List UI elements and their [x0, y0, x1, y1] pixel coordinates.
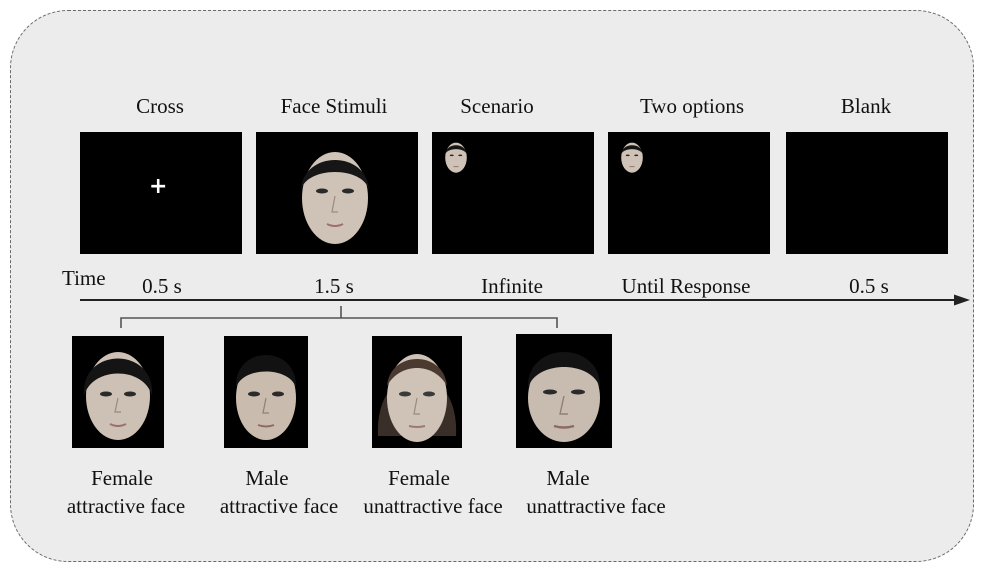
caption-female-unattractive-line2: unattractive face: [363, 494, 502, 518]
female-attractive-photo: [72, 336, 164, 448]
face-set-bracket: [121, 318, 557, 328]
timeline-arrowhead-icon: [954, 295, 970, 306]
caption-female-unattractive-line1: Female: [388, 466, 450, 490]
male-attractive-photo: [224, 336, 308, 448]
female-unattractive-photo: [372, 336, 462, 448]
caption-male-unattractive-line2: unattractive face: [526, 494, 665, 518]
caption-female-attractive-line2: attractive face: [67, 494, 185, 518]
caption-male-unattractive-line1: Male: [546, 466, 589, 490]
male-unattractive-photo: [516, 334, 612, 448]
caption-female-attractive-line1: Female: [91, 466, 153, 490]
caption-male-attractive-line2: attractive face: [220, 494, 338, 518]
caption-male-attractive-line1: Male: [245, 466, 288, 490]
